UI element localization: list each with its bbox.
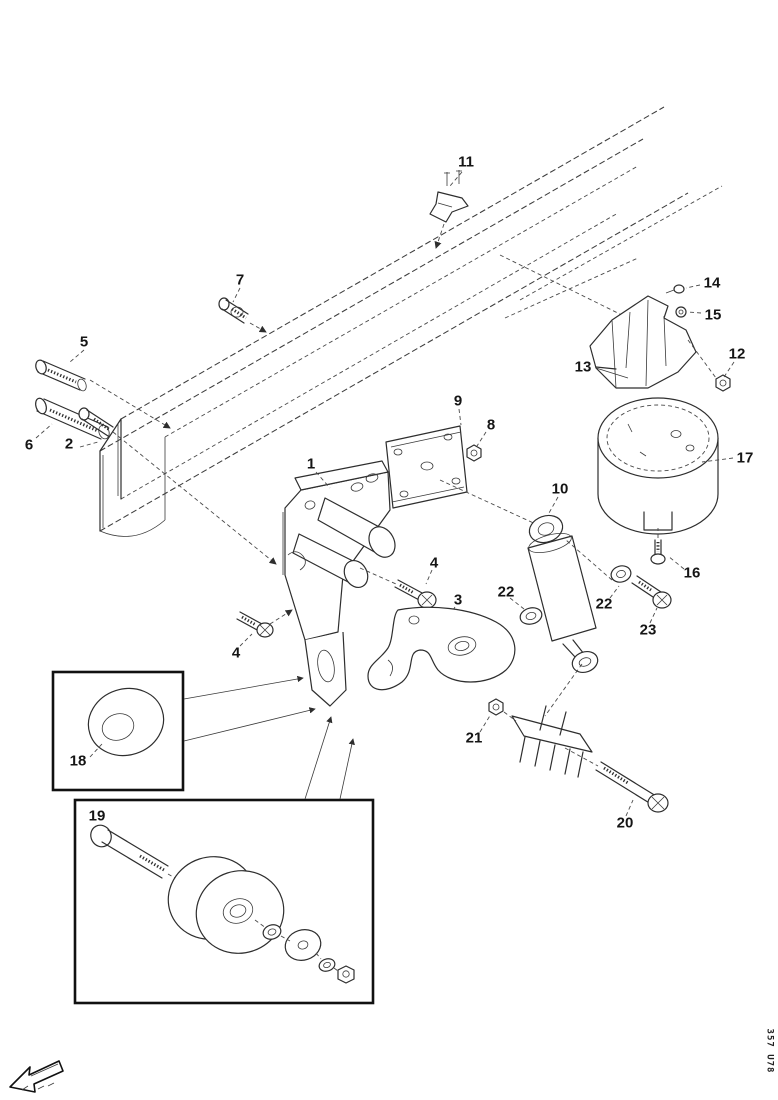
clamp-bracket-11 xyxy=(429,170,469,249)
callout-1: 1 xyxy=(306,455,316,473)
spike-plate xyxy=(511,663,599,778)
callout-12: 12 xyxy=(728,345,746,363)
bolt-2 xyxy=(78,379,277,565)
callout-2: 2 xyxy=(64,435,74,453)
direction-arrow xyxy=(9,1060,64,1093)
callout-7: 7 xyxy=(235,271,245,289)
shock-absorber-10 xyxy=(527,496,599,673)
inset-box-18 xyxy=(51,670,316,792)
callout-17: 17 xyxy=(736,449,754,467)
nut-12 xyxy=(715,361,735,392)
callout-9: 9 xyxy=(453,392,463,410)
callout-22: 22 xyxy=(497,583,515,601)
plate-9 xyxy=(385,408,541,527)
bolt-23 xyxy=(631,575,672,624)
nut-21 xyxy=(479,698,517,733)
callout-11: 11 xyxy=(458,153,474,171)
drum-17 xyxy=(597,397,734,535)
nut-19 xyxy=(337,965,355,984)
callout-4: 4 xyxy=(429,554,439,572)
bolt-4-right xyxy=(359,567,437,609)
callout-22: 22 xyxy=(595,595,613,613)
callout-21: 21 xyxy=(465,729,483,747)
callout-23: 23 xyxy=(639,621,657,639)
bolt-19 xyxy=(90,824,197,891)
disc-19 xyxy=(284,929,322,961)
callout-3: 3 xyxy=(453,591,463,609)
roller-19 xyxy=(167,856,285,954)
bracket-13 xyxy=(589,295,717,389)
callout-16: 16 xyxy=(683,564,701,582)
callout-10: 10 xyxy=(551,480,569,498)
callout-8: 8 xyxy=(486,416,496,434)
spring-pin-6 xyxy=(35,397,110,440)
callout-18: 18 xyxy=(69,752,87,770)
leader-lines-upper xyxy=(499,254,639,321)
bolt-20 xyxy=(595,761,669,817)
main-bracket-1 xyxy=(284,460,396,707)
bolt-16 xyxy=(650,528,685,570)
footer-code: 357 U78 xyxy=(764,1028,775,1074)
bolt-7 xyxy=(218,297,267,333)
drawbar-arm xyxy=(367,606,516,691)
bolt-15 xyxy=(675,306,702,318)
inset-box-19 xyxy=(73,716,375,1005)
callout-13: 13 xyxy=(574,358,592,376)
bolt-14 xyxy=(665,284,701,294)
callout-6: 6 xyxy=(24,436,34,454)
ring-19 xyxy=(318,958,336,972)
bolt-4-left xyxy=(236,609,293,647)
washer-22-left xyxy=(509,597,543,625)
washer-18 xyxy=(87,687,165,757)
label-leaders xyxy=(35,171,463,448)
nut-8 xyxy=(466,431,487,462)
callout-19: 19 xyxy=(88,807,106,825)
washer-22-right xyxy=(565,539,632,599)
callout-15: 15 xyxy=(704,306,722,324)
spring-pin-5 xyxy=(35,359,87,392)
callout-20: 20 xyxy=(616,814,634,832)
washer-small-19 xyxy=(262,924,282,940)
callout-4: 4 xyxy=(231,644,241,662)
callout-14: 14 xyxy=(703,274,721,292)
callout-5: 5 xyxy=(79,333,89,351)
